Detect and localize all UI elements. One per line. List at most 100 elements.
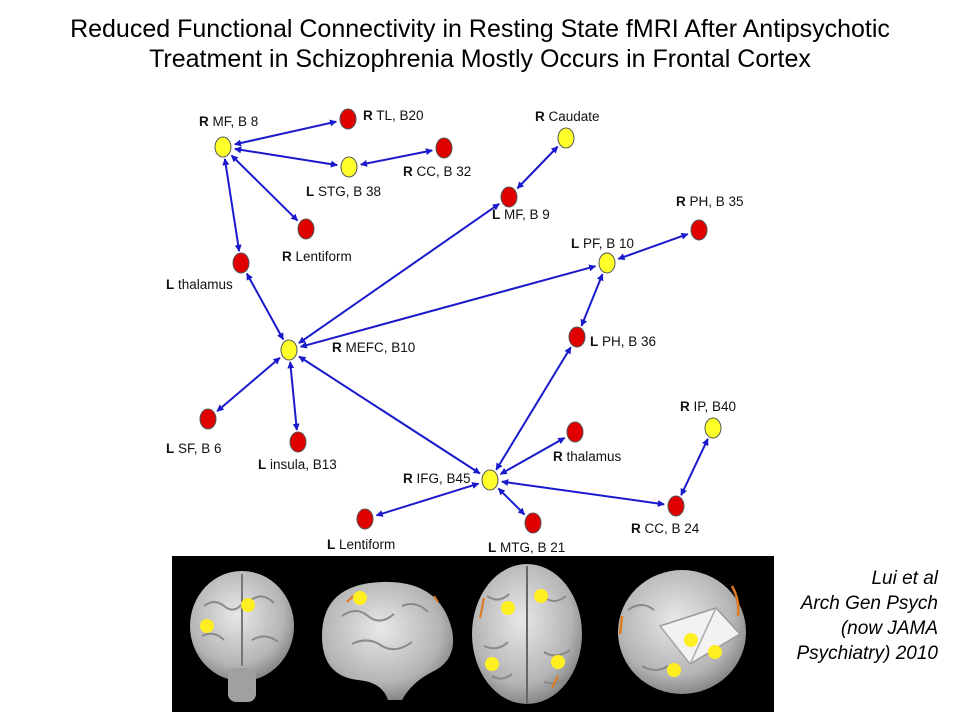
brain-cutaway-view [618, 570, 746, 694]
label-side-r-cc-b24: R [631, 521, 641, 536]
node-l-sf-b6 [199, 408, 217, 430]
edge-r-ifg-b45-to-r-thalamus [499, 437, 566, 475]
node-l-mtg-b21 [524, 512, 542, 534]
label-l-mf-b9: L MF, B 9 [492, 207, 550, 222]
node-r-ph-b35 [690, 219, 708, 241]
label-side-r-caudate: R [535, 109, 545, 124]
label-r-cc-b24: R CC, B 24 [631, 521, 700, 536]
brain-top-view [472, 564, 582, 704]
node-l-thalamus [232, 252, 250, 274]
label-side-r-mf-b8: R [199, 114, 209, 129]
label-l-stg-b38: L STG, B 38 [306, 184, 381, 199]
label-name-r-cc-b32: CC, B 32 [413, 164, 472, 179]
edge-l-mf-b9-to-r-mefc-b10 [298, 203, 500, 344]
label-side-r-cc-b32: R [403, 164, 413, 179]
label-side-l-stg-b38: L [306, 184, 314, 199]
label-name-l-mf-b9: MF, B 9 [500, 207, 550, 222]
node-r-thalamus [566, 421, 584, 443]
label-r-ip-b40: R IP, B40 [680, 399, 736, 414]
edge-l-pf-b10-to-l-ph-b36 [580, 273, 604, 327]
node-r-mefc-b10 [280, 339, 298, 361]
edge-r-ifg-b45-to-l-mtg-b21 [497, 487, 526, 516]
brain-lateral-view [322, 581, 454, 700]
edge-r-mefc-b10-to-r-ifg-b45 [298, 355, 481, 475]
label-name-l-lentiform: Lentiform [335, 537, 395, 552]
label-name-r-cc-b24: CC, B 24 [641, 521, 700, 536]
node-l-stg-b38 [340, 156, 358, 178]
brain-image-strip [172, 556, 774, 712]
label-side-l-lentiform: L [327, 537, 335, 552]
label-r-tl-b20: R TL, B20 [363, 108, 424, 123]
label-side-l-thalamus: L [166, 277, 174, 292]
label-r-mf-b8: R MF, B 8 [199, 114, 258, 129]
brain-front-view [190, 571, 294, 702]
title-line-1: Reduced Functional Connectivity in Resti… [70, 15, 890, 43]
edge-r-ifg-b45-to-l-lentiform [375, 482, 480, 517]
label-name-r-lentiform: Lentiform [292, 249, 352, 264]
node-r-tl-b20 [339, 108, 357, 130]
label-name-l-mtg-b21: MTG, B 21 [496, 540, 565, 555]
label-l-mtg-b21: L MTG, B 21 [488, 540, 565, 555]
edge-r-cc-b24-to-r-ip-b40 [680, 438, 709, 496]
citation-line-1: Lui et al [871, 568, 938, 589]
label-l-thalamus: L thalamus [166, 277, 233, 292]
label-side-r-ifg-b45: R [403, 471, 413, 486]
label-name-l-insula-b13: insula, B13 [266, 457, 337, 472]
node-r-mf-b8 [214, 136, 232, 158]
label-name-r-thalamus: thalamus [563, 449, 622, 464]
label-r-ph-b35: R PH, B 35 [676, 194, 744, 209]
label-name-l-ph-b36: PH, B 36 [598, 334, 656, 349]
label-side-r-mefc-b10: R [332, 340, 342, 355]
edge-r-caudate-to-l-mf-b9 [516, 145, 559, 190]
label-r-lentiform: R Lentiform [282, 249, 352, 264]
citation-line-4: Psychiatry) 2010 [796, 643, 938, 664]
label-name-r-caudate: Caudate [545, 109, 600, 124]
node-l-mf-b9 [500, 186, 518, 208]
edge-r-mf-b8-to-l-stg-b38 [234, 146, 338, 168]
label-l-pf-b10: L PF, B 10 [571, 236, 634, 251]
node-r-cc-b32 [435, 137, 453, 159]
label-side-l-pf-b10: L [571, 236, 579, 251]
label-r-thalamus: R thalamus [553, 449, 622, 464]
edge-l-thalamus-to-r-mefc-b10 [245, 272, 285, 341]
label-name-r-ip-b40: IP, B40 [690, 399, 736, 414]
label-side-l-insula-b13: L [258, 457, 266, 472]
label-name-r-ph-b35: PH, B 35 [686, 194, 744, 209]
label-name-r-mefc-b10: MEFC, B10 [342, 340, 416, 355]
slide-title: Reduced Functional Connectivity in Resti… [0, 14, 960, 74]
node-l-pf-b10 [598, 252, 616, 274]
label-r-caudate: R Caudate [535, 109, 600, 124]
label-l-ph-b36: L PH, B 36 [590, 334, 656, 349]
label-name-l-pf-b10: PF, B 10 [579, 236, 634, 251]
label-name-l-sf-b6: SF, B 6 [174, 441, 221, 456]
citation: Lui et al Arch Gen Psych (now JAMA Psych… [796, 566, 938, 666]
label-l-lentiform: L Lentiform [327, 537, 395, 552]
label-side-r-ip-b40: R [680, 399, 690, 414]
node-l-insula-b13 [289, 431, 307, 453]
citation-line-2: Arch Gen Psych [800, 593, 938, 614]
label-r-cc-b32: R CC, B 32 [403, 164, 471, 179]
label-name-l-thalamus: thalamus [174, 277, 233, 292]
label-r-ifg-b45: R IFG, B45 [403, 471, 471, 486]
label-side-l-mf-b9: L [492, 207, 500, 222]
nodes-layer [199, 108, 722, 534]
edge-r-mf-b8-to-r-tl-b20 [234, 119, 337, 147]
label-side-r-tl-b20: R [363, 108, 373, 123]
title-line-2: Treatment in Schizophrenia Mostly Occurs… [149, 45, 811, 73]
label-name-r-tl-b20: TL, B20 [373, 108, 424, 123]
label-side-l-mtg-b21: L [488, 540, 496, 555]
label-l-insula-b13: L insula, B13 [258, 457, 337, 472]
edges-layer [216, 119, 709, 517]
node-l-ph-b36 [568, 326, 586, 348]
edge-l-stg-b38-to-r-cc-b32 [360, 148, 433, 167]
label-side-r-lentiform: R [282, 249, 292, 264]
edge-r-mefc-b10-to-l-insula-b13 [287, 361, 300, 431]
edge-r-mf-b8-to-l-thalamus [222, 158, 242, 252]
node-l-lentiform [356, 508, 374, 530]
edge-r-mf-b8-to-r-lentiform [230, 154, 299, 222]
label-side-r-ph-b35: R [676, 194, 686, 209]
label-side-r-thalamus: R [553, 449, 563, 464]
citation-line-3: (now JAMA [840, 618, 938, 639]
